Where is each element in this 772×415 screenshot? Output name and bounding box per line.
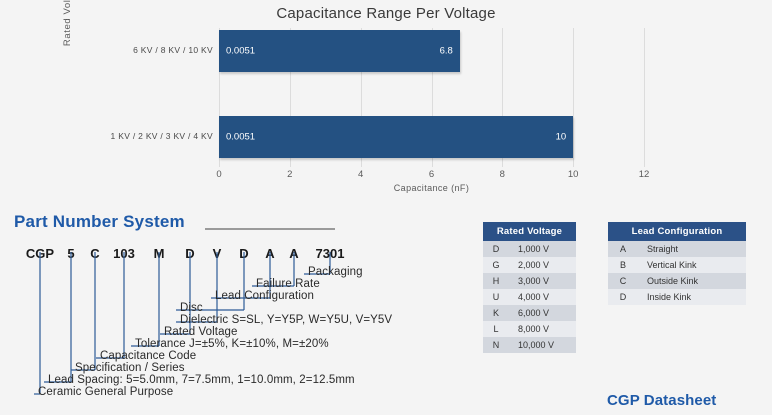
table-cell-value: Inside Kink (647, 292, 692, 302)
chart-x-axis-label: Capacitance (nF) (393, 183, 470, 193)
chart-bar: 0.0051 10 (219, 116, 574, 158)
table-row: A Straight (608, 241, 746, 257)
table-cell-value: 10,000 V (518, 340, 555, 350)
table-cell-code: L (493, 324, 499, 334)
chart-x-tick-label: 2 (287, 169, 293, 180)
chart-gridline (502, 28, 504, 167)
rated-voltage-table-header: Rated Voltage (483, 222, 576, 241)
table-cell-code: A (619, 244, 626, 254)
table-row: L 8,000 V (483, 321, 576, 337)
chart-category-label: 1 KV / 2 KV / 3 KV / 4 KV (110, 131, 213, 141)
chart-x-tick-label: 4 (358, 169, 364, 180)
table-row: G 2,000 V (483, 257, 576, 273)
rated-voltage-table: Rated Voltage D 1,000 V G 2,000 V H 3,000 V U 4… (483, 222, 576, 353)
table-cell-code: D (619, 292, 627, 302)
table-row: D Inside Kink (608, 289, 746, 305)
table-cell-code: D (492, 244, 500, 254)
table-cell-value: 8,000 V (518, 324, 550, 334)
chart-bar-min-label: 0.0051 (226, 131, 256, 143)
part-number-description: Lead Configuration (215, 290, 314, 302)
part-number-description: Ceramic General Purpose (38, 386, 174, 398)
chart-gridline (573, 28, 575, 167)
part-number-system-heading: Part Number System (14, 212, 185, 231)
chart-title: Capacitance Range Per Voltage (276, 5, 496, 22)
table-row: D 1,000 V (483, 241, 576, 257)
table-cell-value: 2,000 V (518, 260, 550, 270)
heading-divider (205, 228, 335, 230)
table-row: N 10,000 V (483, 337, 576, 353)
table-cell-value: 3,000 V (518, 276, 550, 286)
part-number-description: Specification / Series (75, 362, 185, 374)
part-number-description: Packaging (308, 266, 363, 278)
chart-gridline (360, 28, 362, 167)
table-cell-code: N (492, 340, 500, 350)
table-cell-value: Outside Kink (647, 276, 699, 286)
chart-x-tick-label: 8 (499, 169, 505, 180)
chart-bar-max-label: 10 (555, 131, 567, 143)
table-row: U 4,000 V (483, 289, 576, 305)
lead-configuration-table-header: Lead Configuration (608, 222, 746, 241)
table-cell-value: Vertical Kink (647, 260, 697, 270)
part-number-description: Lead Spacing: 5=5.0mm, 7=7.5mm, 1=10.0mm… (48, 374, 355, 386)
part-number-description: Failure Rate (256, 278, 320, 290)
table-row: B Vertical Kink (608, 257, 746, 273)
table-row: H 3,000 V (483, 273, 576, 289)
chart-gridline (289, 28, 291, 167)
part-number-description: Rated Voltage (164, 326, 238, 338)
table-cell-code: K (492, 308, 499, 318)
chart-plot-area: 0 2 4 6 8 10 12 0.0051 6.8 6 KV / 8 KV / 10 KV 0.0… (111, 28, 649, 180)
chart-bar: 0.0051 6.8 (219, 30, 460, 72)
rated-voltage-table-body: D 1,000 V G 2,000 V H 3,000 V U 4,000 V K 6,000 V… (483, 241, 576, 353)
table-cell-code: G (492, 260, 500, 270)
chart-gridline (219, 28, 220, 167)
table-cell-code: B (619, 260, 626, 270)
part-number-leader-lines (34, 252, 331, 395)
part-number-description: Capacitance Code (100, 350, 197, 362)
table-cell-value: Straight (647, 244, 679, 254)
chart-x-tick-label: 10 (567, 169, 579, 180)
chart-bar-max-label: 6.8 (439, 45, 453, 57)
chart-x-tick-label: 6 (428, 169, 435, 180)
chart-bar-min-label: 0.0051 (226, 45, 256, 57)
table-cell-value: 1,000 V (518, 244, 550, 254)
table-cell-code: U (492, 292, 500, 302)
table-cell-value: 6,000 V (518, 308, 550, 318)
chart-gridline (644, 28, 645, 167)
part-number-description: Tolerance J=±5%, K=±10%, M=±20% (135, 338, 329, 350)
table-cell-code: H (492, 276, 500, 286)
chart-gridline (431, 28, 433, 167)
chart-x-tick-label: 12 (638, 169, 650, 180)
cgp-datasheet-link[interactable]: CGP Datasheet (607, 392, 717, 409)
chart-category-label: 6 KV / 8 KV / 10 KV (133, 45, 213, 55)
table-cell-value: 4,000 V (518, 292, 550, 302)
part-number-description: Disc (180, 302, 203, 314)
table-cell-code: C (619, 276, 627, 286)
chart-x-tick-label: 0 (216, 169, 222, 180)
capacitance-chart-panel: Capacitance Range Per Voltage Rated Volt… (0, 0, 772, 205)
table-row: C Outside Kink (608, 273, 746, 289)
table-row: K 6,000 V (483, 305, 576, 321)
part-number-description: Dielectric S=SL, Y=Y5P, W=Y5U, V=Y5V (180, 314, 393, 326)
